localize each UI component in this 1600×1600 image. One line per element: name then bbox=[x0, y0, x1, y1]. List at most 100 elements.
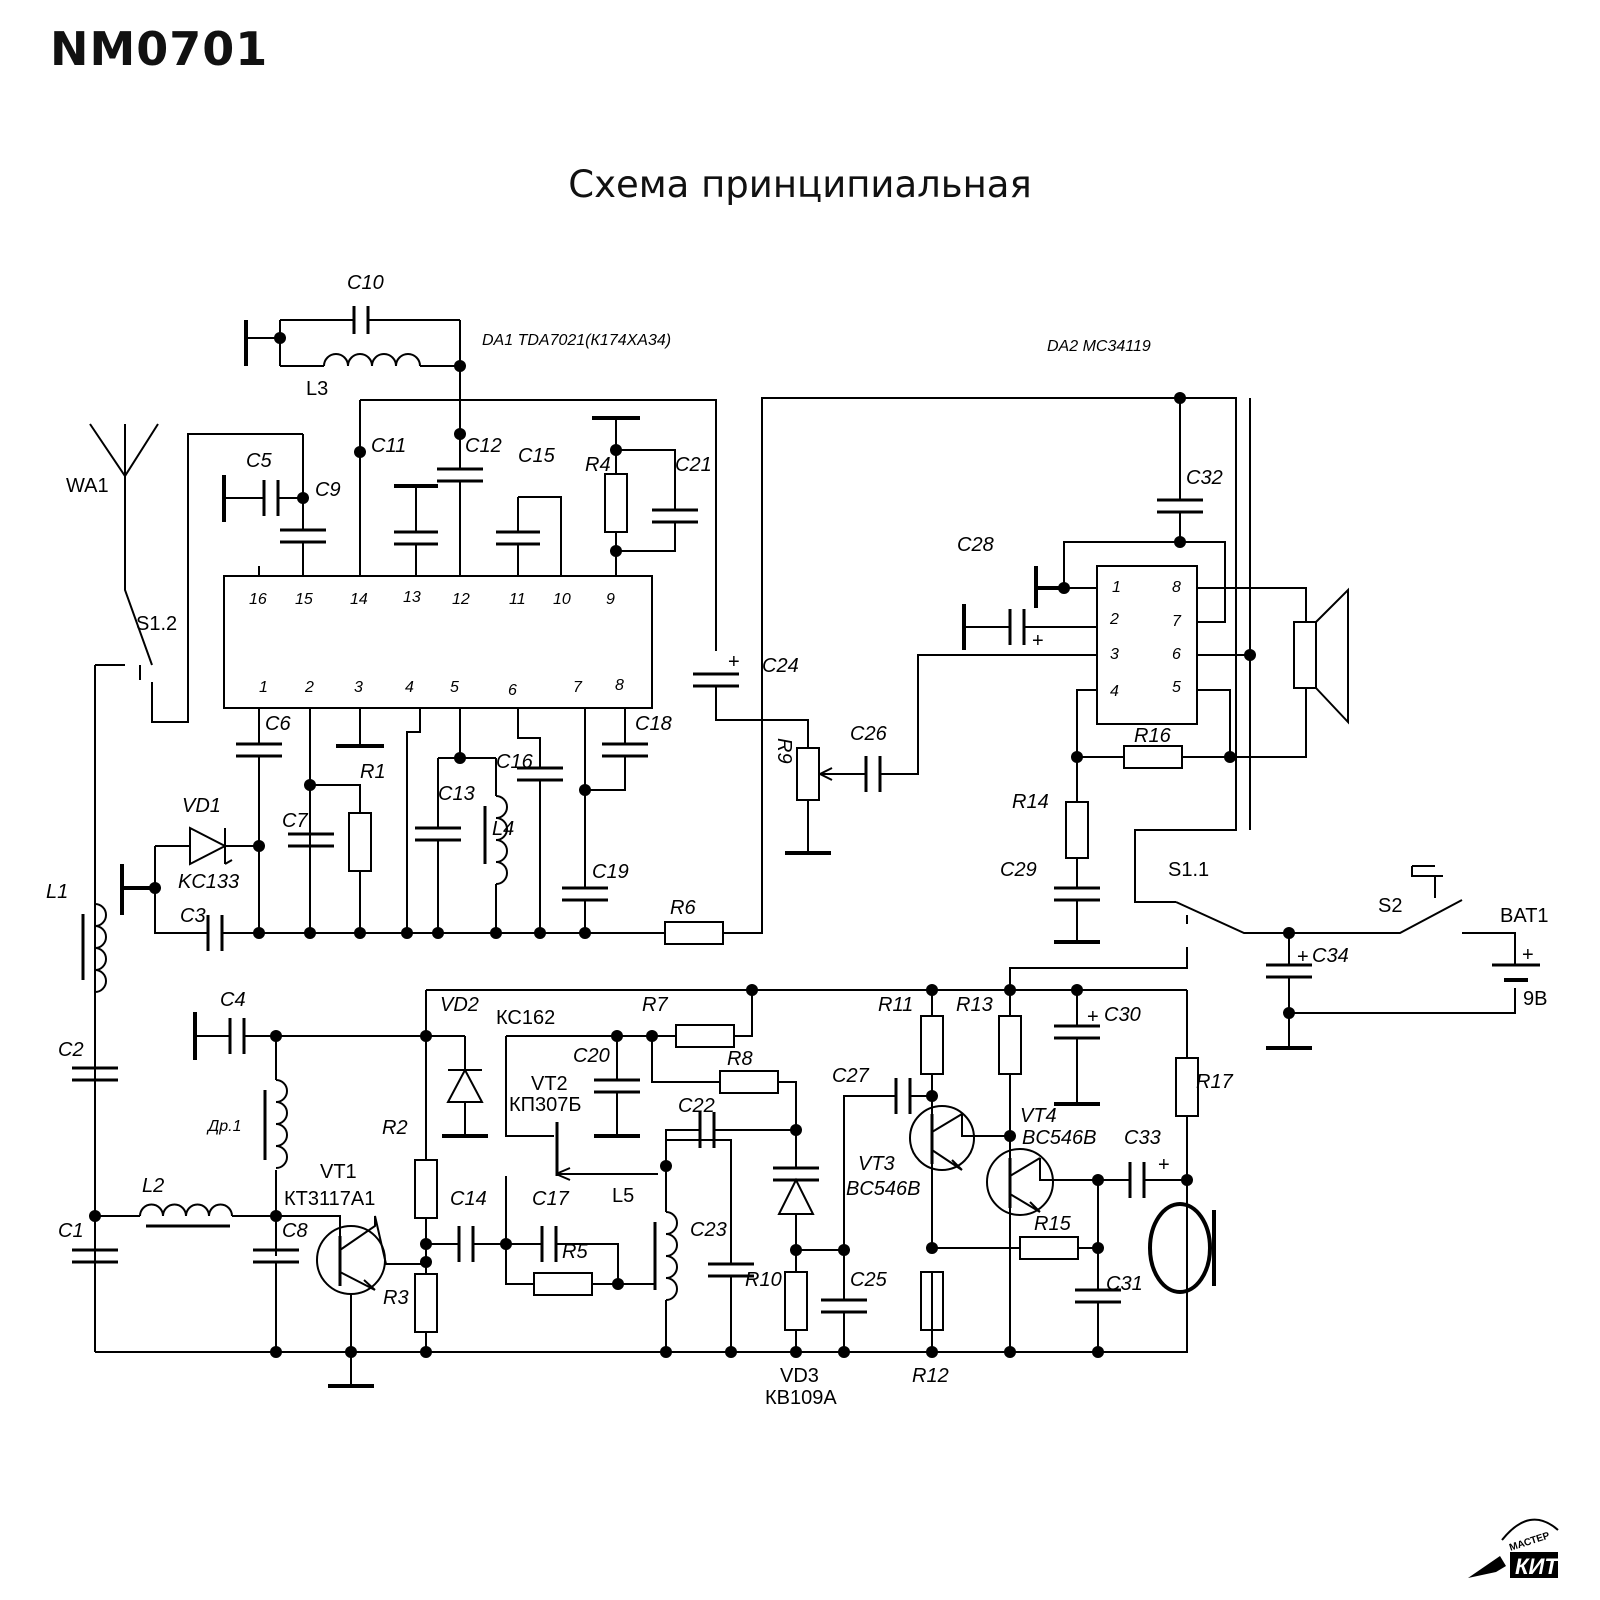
s12-label: S1.2 bbox=[136, 613, 177, 635]
vt3-label: VT3 bbox=[858, 1153, 895, 1175]
da1-ground-bus bbox=[259, 397, 1237, 934]
r9-label: R9 bbox=[773, 738, 795, 764]
pin4-wire bbox=[406, 708, 421, 933]
c24-plus: + bbox=[728, 651, 740, 673]
c32-label: C32 bbox=[1186, 467, 1223, 489]
l2-label: L2 bbox=[142, 1175, 164, 1197]
l4-label: L4 bbox=[492, 818, 514, 840]
c14-c17-r5-l5: C14 C17 R5 L5 C23 C22 bbox=[426, 1095, 796, 1352]
r4-c21: R4 C21 bbox=[585, 416, 712, 576]
c1-label: C1 bbox=[58, 1220, 84, 1242]
c7-label: C7 bbox=[282, 810, 308, 832]
c26-label: C26 bbox=[850, 723, 888, 745]
c30-label: C30 bbox=[1104, 1004, 1141, 1026]
da1-pin-4: 4 bbox=[405, 679, 414, 696]
da2-pin-5: 5 bbox=[1172, 679, 1181, 696]
c15: C15 bbox=[496, 445, 562, 576]
c31-label: C31 bbox=[1106, 1273, 1143, 1295]
c18-label: C18 bbox=[635, 713, 672, 735]
c16-pin6 bbox=[517, 708, 563, 933]
bat-plus: + bbox=[1522, 944, 1534, 966]
c-pin13 bbox=[394, 484, 438, 576]
da2-pin-3: 3 bbox=[1110, 646, 1119, 663]
l1-label: L1 bbox=[46, 881, 68, 903]
c25-label: C25 bbox=[850, 1269, 888, 1291]
c11-label: C11 bbox=[371, 435, 406, 457]
l1-c2: L1 C2 bbox=[46, 881, 118, 1082]
c5-c9: C5 C9 bbox=[151, 433, 341, 723]
c21-label: C21 bbox=[675, 454, 712, 476]
da2-pin-2: 2 bbox=[1109, 611, 1119, 628]
c1-l2-c8: L2 C1 C8 bbox=[58, 1175, 308, 1352]
c10-label: C10 bbox=[347, 272, 384, 294]
c27-label: C27 bbox=[832, 1065, 870, 1087]
vd2-label: VD2 bbox=[440, 994, 479, 1016]
document-title: NM0701 bbox=[50, 22, 269, 76]
c29-label: C29 bbox=[1000, 859, 1037, 881]
r11-label: R11 bbox=[878, 994, 913, 1016]
kb109-label: КВ109А bbox=[765, 1387, 837, 1409]
r17-label: R17 bbox=[1196, 1071, 1234, 1093]
c34-plus: + bbox=[1297, 946, 1309, 968]
kp307-label: КП307Б bbox=[509, 1094, 582, 1116]
da1-pin-6: 6 bbox=[508, 682, 517, 699]
r15-label: R15 bbox=[1034, 1213, 1072, 1235]
da1-label: DA1 TDA7021(К174ХА34) bbox=[482, 332, 671, 349]
da1-pin-12: 12 bbox=[452, 591, 470, 608]
vt1-label: VT1 bbox=[320, 1161, 357, 1183]
c2-label: C2 bbox=[58, 1039, 84, 1061]
microphone-symbol bbox=[1148, 1198, 1216, 1294]
s2-label: S2 bbox=[1378, 895, 1402, 917]
c4-dr1: C4 Др.1 bbox=[193, 989, 426, 1216]
da1-pin-14: 14 bbox=[350, 591, 368, 608]
c9-label: C9 bbox=[315, 479, 341, 501]
r16-r14-c29: R16 R14 C29 bbox=[1000, 689, 1230, 944]
da1-pin-15: 15 bbox=[295, 591, 313, 608]
c4-label: C4 bbox=[220, 989, 246, 1011]
da1-pin-13: 13 bbox=[403, 589, 421, 606]
c7-r1-pin2: C7 R1 bbox=[282, 708, 386, 933]
da2-pin-6: 6 bbox=[1172, 646, 1181, 663]
kc162-label: КС162 bbox=[496, 1007, 555, 1029]
bc546b-4-label: BC546B bbox=[1022, 1127, 1097, 1149]
da1-pin-1: 1 bbox=[259, 679, 268, 696]
c28-label: C28 bbox=[957, 534, 994, 556]
c28: + bbox=[962, 604, 1097, 652]
r1-label: R1 bbox=[360, 761, 386, 783]
power-section: S1.1 + C34 S2 BAT1 + 9В bbox=[1009, 859, 1549, 1050]
bc546b-3-label: BC546B bbox=[846, 1178, 921, 1200]
r10-label: R10 bbox=[745, 1269, 782, 1291]
da1-pin-2: 2 bbox=[304, 679, 314, 696]
pin12-c12: C12 bbox=[437, 366, 502, 576]
r14-label: R14 bbox=[1012, 791, 1049, 813]
vt3-vt4-stage: C27 R11 R13 VT3 BC546B VT4 BC546B C33 + … bbox=[832, 990, 1234, 1387]
da2-pin-7: 7 bbox=[1172, 613, 1182, 630]
da1-pin-7: 7 bbox=[573, 679, 583, 696]
c5-label: C5 bbox=[246, 450, 272, 472]
junction-dots bbox=[89, 332, 1295, 1358]
c17-label: C17 bbox=[532, 1188, 570, 1210]
ground-bus bbox=[95, 1198, 1188, 1353]
l3-label: L3 bbox=[306, 378, 328, 400]
kc133-label: KC133 bbox=[178, 871, 239, 893]
logo-top-text: МАСТЕР bbox=[1508, 1530, 1551, 1553]
c13-label: C13 bbox=[438, 783, 475, 805]
r4-label: R4 bbox=[585, 454, 611, 476]
c14-label: C14 bbox=[450, 1188, 487, 1210]
da1-bottom-pin-labels: 1 2 3 4 5 6 7 8 bbox=[259, 677, 624, 699]
da2-pin-1: 1 bbox=[1112, 579, 1121, 596]
vt4-label: VT4 bbox=[1020, 1105, 1057, 1127]
r13-label: R13 bbox=[956, 994, 993, 1016]
c28-plus: + bbox=[1032, 630, 1044, 652]
da1-top-pin-labels: 16 15 14 13 12 11 10 9 bbox=[249, 589, 615, 608]
da2-pin-8: 8 bbox=[1172, 579, 1181, 596]
vd1-label: VD1 bbox=[182, 795, 221, 817]
c30-plus: + bbox=[1087, 1006, 1099, 1028]
master-kit-logo: КИТ МАСТЕР bbox=[1468, 1518, 1559, 1579]
c15-label: C15 bbox=[518, 445, 556, 467]
r6-label: R6 bbox=[670, 897, 696, 919]
vd3-label: VD3 bbox=[780, 1365, 819, 1387]
c12-label: C12 bbox=[465, 435, 502, 457]
da1-ic-body bbox=[223, 575, 653, 709]
dr1-label: Др.1 bbox=[206, 1118, 242, 1135]
